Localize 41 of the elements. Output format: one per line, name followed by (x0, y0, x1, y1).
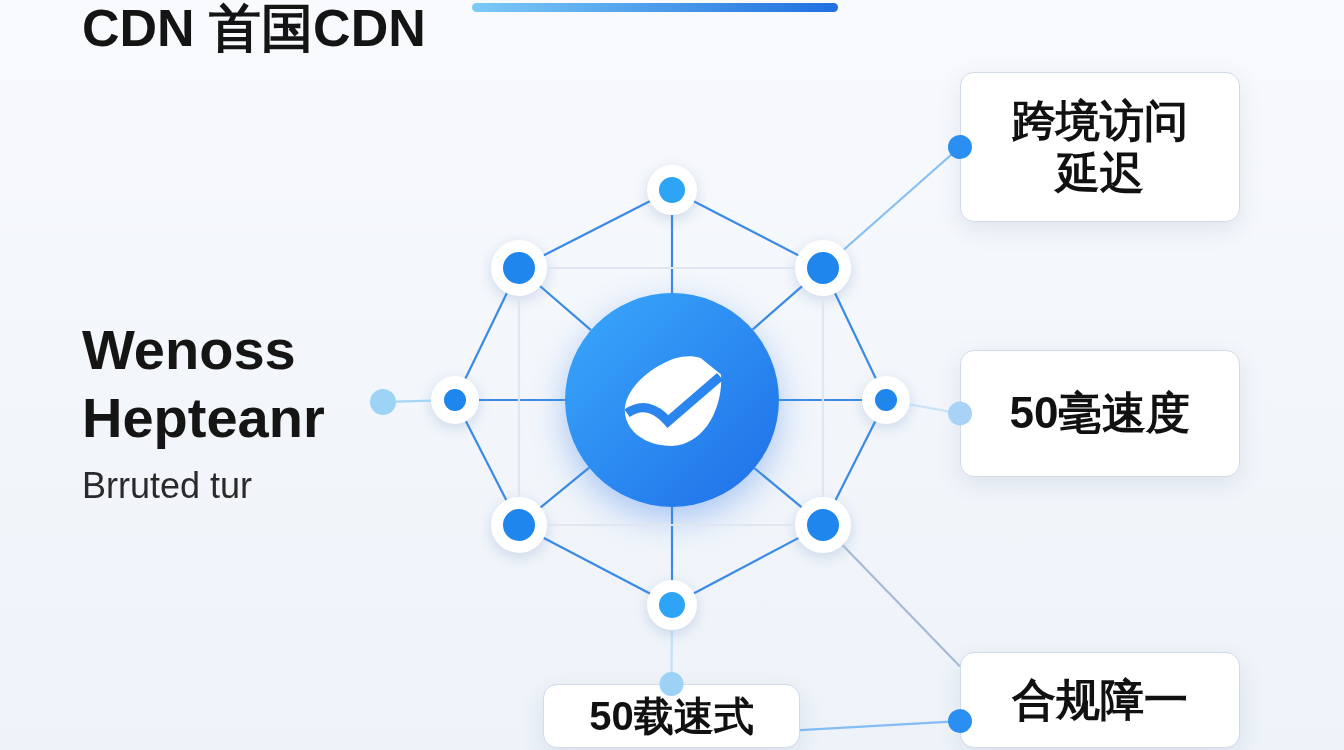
connector-line (834, 292, 877, 379)
connector-line (779, 398, 862, 402)
network-node (862, 376, 910, 424)
connector-line (670, 215, 674, 293)
text-card (543, 684, 800, 748)
title: CDN 首国CDN (82, 0, 426, 58)
network-node (491, 240, 547, 296)
connector-line (751, 285, 803, 331)
connector-line (909, 401, 972, 426)
network-node (431, 376, 479, 424)
connector-line (693, 537, 799, 595)
connector-line (464, 420, 508, 501)
text-card (960, 652, 1240, 748)
connector-line (479, 398, 565, 402)
connector-line (659, 630, 684, 696)
card-text: 合规障一 (1012, 673, 1188, 726)
subheading-text: Brruted tur (82, 464, 254, 508)
card-text: 50载速式 (589, 693, 754, 740)
connector-line (543, 200, 651, 257)
card-text: 跨境访问延迟 (1011, 95, 1189, 199)
network-node (795, 240, 851, 296)
connector-line (543, 537, 651, 595)
connector-line (539, 285, 592, 331)
connector-line (834, 420, 877, 501)
connector-line (540, 466, 590, 509)
network-node (647, 165, 697, 215)
connector-line (464, 292, 508, 379)
text-card (960, 72, 1240, 222)
connector-line (670, 507, 674, 580)
text-card (960, 350, 1240, 477)
connector-line (693, 200, 799, 257)
network-node (795, 497, 851, 553)
connector-line (841, 544, 961, 668)
connector-line (843, 135, 972, 251)
connector-line (753, 467, 803, 508)
card-text: 50毫速度 (1009, 387, 1191, 440)
network-node (491, 497, 547, 553)
network-node (647, 580, 697, 630)
connector-line (799, 709, 972, 734)
heading-text: Wenoss Hepteanr (82, 317, 326, 452)
connector-line (395, 399, 432, 403)
